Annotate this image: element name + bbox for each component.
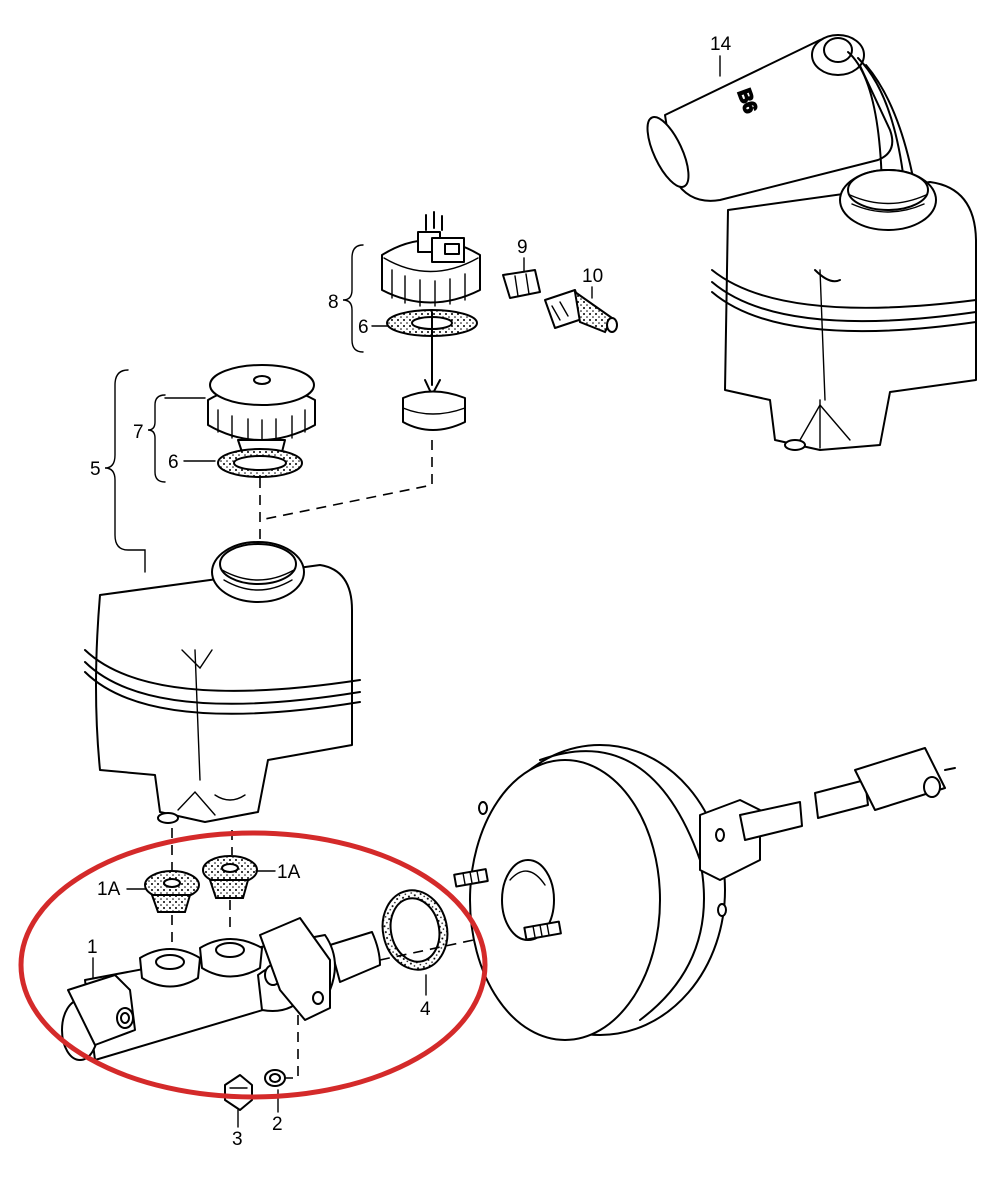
warning-switch-connector	[544, 289, 618, 334]
assembly-line-sensor	[259, 440, 433, 521]
reservoir-cap-with-sensor	[381, 211, 481, 431]
lock-washer	[264, 1069, 286, 1087]
callout-1A-left: 1A	[97, 879, 121, 900]
brake-booster	[453, 744, 956, 1041]
brake-fluid-reservoir-upper	[711, 169, 977, 451]
reservoir-screw-cap	[207, 364, 316, 453]
callout-3: 3	[232, 1129, 243, 1150]
cap-gasket	[217, 448, 303, 478]
callout-8: 8	[328, 292, 339, 313]
callout-7: 7	[133, 422, 144, 443]
callout-6-upper: 6	[358, 317, 369, 338]
brake-fluid-reservoir	[84, 541, 361, 824]
callout-14: 14	[710, 34, 732, 55]
callout-2: 2	[272, 1114, 283, 1135]
reservoir-grommet-left	[144, 870, 200, 913]
mounting-nut	[224, 1074, 253, 1111]
sensor-plug	[502, 269, 541, 299]
callout-9: 9	[517, 237, 528, 258]
callout-10: 10	[582, 266, 603, 287]
brace-8	[342, 244, 364, 353]
cylinder-seal-ring	[381, 889, 449, 971]
callout-6-mid: 6	[168, 452, 179, 473]
brake-master-cylinder	[61, 917, 381, 1061]
callout-1A-right: 1A	[277, 862, 301, 883]
callout-5: 5	[90, 459, 101, 480]
reservoir-grommet-right	[202, 855, 258, 899]
assembly-line-washer	[285, 1015, 299, 1079]
highlight-ellipse	[18, 830, 488, 1100]
callout-1: 1	[87, 937, 98, 958]
callout-4: 4	[420, 999, 431, 1020]
brace-5	[104, 369, 146, 573]
brace-7	[147, 394, 166, 483]
brake-fluid-bottle: B6	[646, 34, 916, 202]
